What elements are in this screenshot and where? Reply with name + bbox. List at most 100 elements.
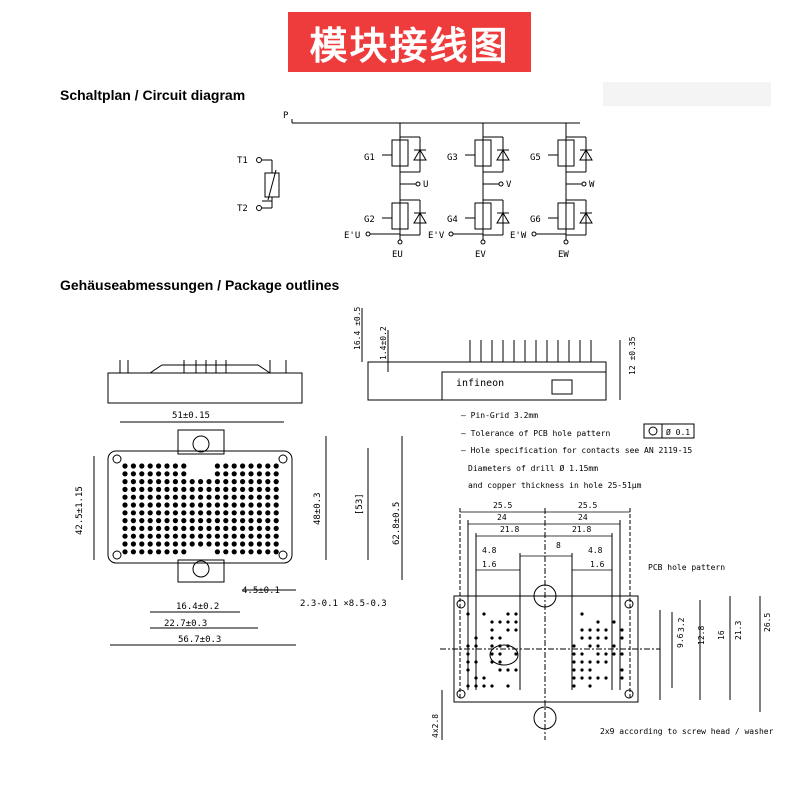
pin-dot [223,541,228,546]
pcb-hole [588,684,591,687]
pcb-dim-21-3: 21.3 [734,621,743,640]
dim-1-4: 1.4±0.2 [379,326,388,360]
pin-dot [206,502,211,507]
pcb-hole [588,668,591,671]
pcb-pattern [440,508,760,740]
pin-dot [248,487,253,492]
pin-dot [173,495,178,500]
pin-dot [274,463,279,468]
pin-dot [139,510,144,515]
pcb-hole [572,660,575,663]
t1-label: T1 [237,156,248,166]
pin-dot [240,463,245,468]
pin-dot [232,502,237,507]
pin-dot [265,487,270,492]
pcb-hole [474,660,477,663]
pin-dot [206,495,211,500]
pcb-hole [490,652,493,655]
ew-aux-label: E'W [510,231,527,241]
pin-dot [198,518,203,523]
dim-16-4: 16.4±0.2 [176,602,219,612]
pin-dot [215,487,220,492]
pin-dot [248,518,253,523]
pin-dot [148,510,153,515]
pin-dot [190,518,195,523]
pin-dot [240,534,245,539]
pin-dot [181,495,186,500]
pcb-hole [620,676,623,679]
pcb-hole [572,668,575,671]
pin-dot [190,502,195,507]
pcb-hole [580,628,583,631]
pcb-hole [482,676,485,679]
pin-dot [131,479,136,484]
pin-dot [265,471,270,476]
pin-dot [139,487,144,492]
pin-dot [190,534,195,539]
pin-dot [156,541,161,546]
pin-dot [198,479,203,484]
pcb-hole [498,660,501,663]
pcb-dim-21-8-b: 21.8 [572,525,591,534]
profile-labels: 16.4 ±0.5 1.4±0.2 12 ±0.35 infineon [353,306,637,389]
pin-dot [148,495,153,500]
pcb-hole [466,660,469,663]
pin-dot [139,526,144,531]
pin-dot [164,471,169,476]
pcb-dim-16: 16 [717,630,726,640]
pin-dot [139,541,144,546]
pin-dot [173,549,178,554]
leg-3 [532,123,592,244]
pin-dot [164,526,169,531]
pin-dot [122,502,127,507]
pin-dot [164,549,169,554]
pin-dot [248,471,253,476]
pin-dot [240,510,245,515]
pcb-hole [474,644,477,647]
pin-dot [257,510,262,515]
pin-dot [240,541,245,546]
pcb-hole [514,668,517,671]
pin-dot [240,471,245,476]
pcb-hole [506,668,509,671]
pcb-hole [588,636,591,639]
pin-dot [156,502,161,507]
pin-dot [274,471,279,476]
pcb-hole [498,668,501,671]
pin-dot [181,471,186,476]
pin-dot [206,479,211,484]
dim-56-7: 56.7±0.3 [178,635,221,645]
pcb-dim-26-5: 26.5 [763,613,772,632]
v-label: V [506,180,512,190]
pin-dot [122,534,127,539]
pcb-hole [572,644,575,647]
pin-dot [173,510,178,515]
dim-51: 51±0.15 [172,411,210,421]
pin-dot [122,510,127,515]
pin-dot [139,495,144,500]
pin-dot [248,526,253,531]
pcb-hole [466,652,469,655]
pin-dot [148,541,153,546]
pin-dot [156,479,161,484]
pin-dot [131,526,136,531]
pin-dot [257,471,262,476]
pcb-hole [506,684,509,687]
pcb-hole [620,628,623,631]
pin-dot [232,518,237,523]
pcb-hole [596,660,599,663]
pin-dot [257,487,262,492]
dim-42-5: 42.5±1.15 [75,486,85,535]
pcb-hole [620,636,623,639]
pin-dot [240,495,245,500]
infineon-brand: infineon [456,378,504,389]
pin-dot [274,518,279,523]
pcb-hole [514,652,517,655]
pin-dot [248,510,253,515]
pin-dot [248,541,253,546]
pcb-hole [588,660,591,663]
pcb-hole [596,620,599,623]
ev-label: EV [475,250,486,260]
pin-dot [139,479,144,484]
pcb-hole [466,684,469,687]
